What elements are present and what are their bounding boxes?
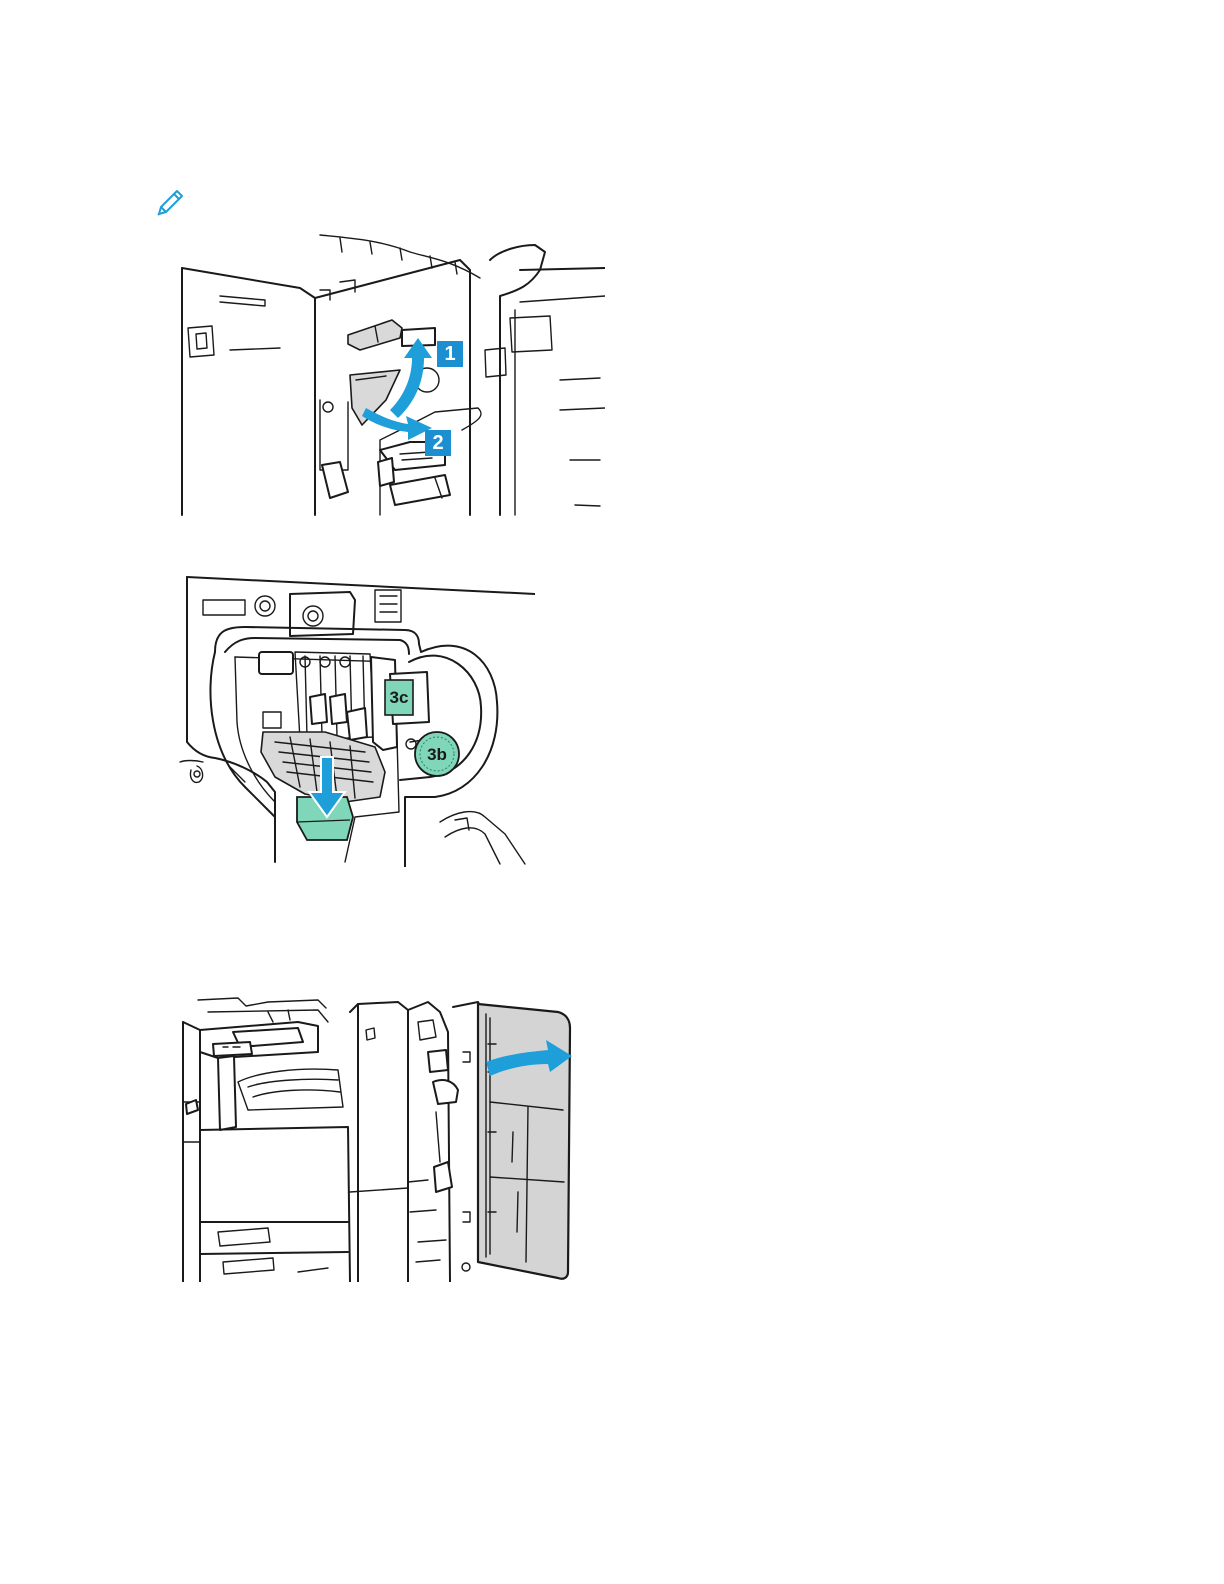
step-badge-1: 1 xyxy=(437,341,463,367)
figure-finisher-front-door-open xyxy=(178,992,578,1282)
step-badge-2: 2 xyxy=(425,430,451,456)
label-3c: 3c xyxy=(385,680,413,715)
note-pencil-icon xyxy=(155,186,187,218)
figure-staple-cartridge-levers: 1 2 xyxy=(180,230,605,520)
label-3b: 3b xyxy=(419,742,455,768)
figure-staple-unit-release: 3c 3b xyxy=(175,572,535,867)
